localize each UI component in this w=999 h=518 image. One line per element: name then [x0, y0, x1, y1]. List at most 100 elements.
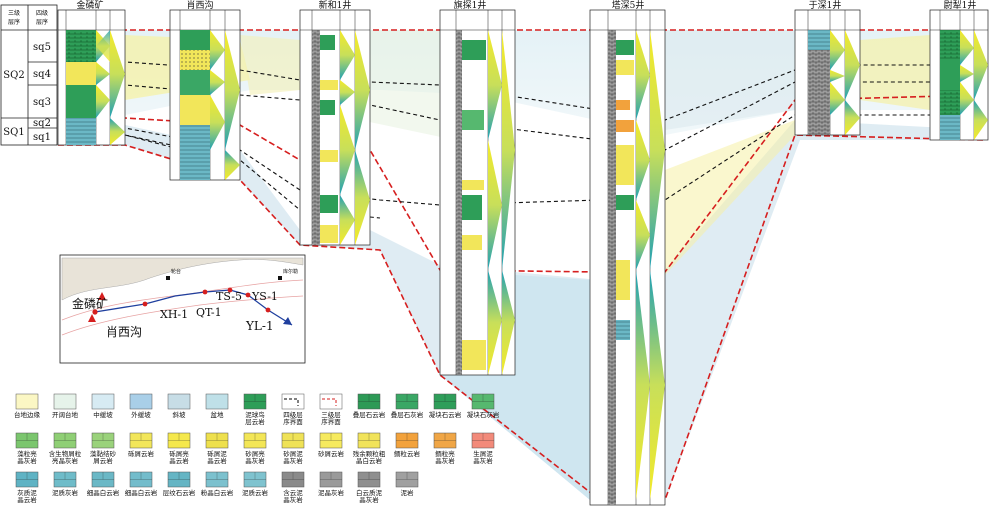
legend-swatch [205, 393, 229, 410]
legend-swatch-pattern [54, 433, 76, 441]
well-column-yushen1: 于深1井 [794, 0, 861, 136]
legend-label: 砂屑云岩 [318, 449, 345, 458]
legend-label: 开阔台地 [52, 410, 79, 419]
legend-label: 三级层 [321, 410, 341, 419]
legend-item: 砂屑云岩 [318, 432, 345, 458]
legend-label: 鲕粒亮 [435, 449, 455, 458]
legend-swatch-pattern [358, 472, 380, 480]
legend-swatch-pattern [16, 433, 38, 441]
well-column-jinlin: 金磷矿 [57, 0, 126, 146]
sequence-sq1-small: sq1 [33, 132, 51, 143]
legend-label: 凝块石云岩 [429, 410, 462, 419]
legend-swatch-pattern [168, 433, 190, 441]
legend-swatch-pattern [320, 472, 342, 480]
map-label-jinlin: 金磷矿 [72, 296, 108, 311]
well-title-qitan1: 旗探1井 [454, 0, 487, 11]
legend-item: 凝块石云岩 [429, 393, 462, 419]
legend-item: 粉晶白云岩 [201, 471, 234, 497]
legend-item: 台地边缘 [14, 393, 41, 419]
map-label-ts5: TS-5 [216, 290, 242, 303]
legend-swatch [129, 393, 153, 410]
legend-swatch [15, 393, 39, 410]
sequence-sq5: sq5 [33, 42, 51, 53]
well-title-yuli1: 尉犁1井 [944, 0, 977, 11]
map-label-yl1: YL-1 [245, 319, 274, 333]
sequence-header-table: 三级 层序 四级 层序 SQ2 SQ1 sq5 sq4 sq3 sq2 sq1 [0, 4, 58, 146]
legend-swatch-pattern [282, 433, 304, 441]
header-fourth-order-line2: 层序 [36, 18, 48, 26]
legend-label: 亮晶灰岩 [52, 456, 79, 465]
legend-item: 叠层石灰岩 [391, 393, 424, 419]
well-column-xiaoxigou: 肖西沟 [169, 0, 241, 181]
header-third-order-line2: 层序 [8, 18, 20, 26]
legend-label: 砂屑亮 [245, 449, 265, 458]
legend-swatch [91, 393, 115, 410]
legend-item: 斜坡 [167, 393, 191, 419]
legend-label: 含生物屑粒 [49, 449, 82, 458]
map-label-korla: 库尔勒 [283, 268, 298, 275]
map-label-ys1: YS-1 [251, 290, 278, 303]
sequence-sq3: sq3 [33, 97, 51, 108]
legend-label: 鲕粒云岩 [394, 449, 421, 458]
legend-swatch [167, 393, 191, 410]
legend-swatch-pattern [206, 472, 228, 480]
legend-label: 晶灰岩 [435, 456, 455, 465]
legend-label: 灰质泥 [17, 488, 37, 497]
legend-swatch-pattern [472, 433, 494, 441]
legend-label: 泥质灰岩 [52, 488, 79, 497]
legend-label: 台地边缘 [14, 410, 41, 419]
legend-item: 砾屑云岩 [128, 432, 155, 458]
well-column-tashen5: 塔深5井 [589, 0, 666, 506]
legend-label: 粉晶白云岩 [201, 488, 234, 497]
legend-swatch-pattern [358, 394, 380, 402]
legend-label: 残余颗粒粗 [353, 449, 386, 458]
legend-item: 泥质灰岩 [52, 471, 79, 497]
legend-label: 晶白云岩 [356, 456, 383, 465]
legend-label: 细晶白云岩 [125, 488, 158, 497]
legend-label: 泥岩 [401, 488, 415, 497]
well-title-xiaoxigou: 肖西沟 [186, 0, 213, 11]
legend-label: 晶灰岩 [17, 456, 37, 465]
location-map: 金磷矿 肖西沟 XH-1 QT-1 TS-5 YS-1 YL-1 库尔勒 轮台 [59, 254, 306, 364]
legend-label: 砾屑泥 [207, 450, 227, 458]
legend: 台地边缘开阔台地中缓坡外缓坡斜坡盆地泥球鸟层云岩四级层序界面三级层序界面叠层石云… [14, 393, 500, 504]
legend-swatch-pattern [244, 394, 266, 402]
legend-label: 藻粒亮 [17, 449, 37, 458]
well-title-jinlin: 金磷矿 [76, 0, 103, 11]
sequence-sq4: sq4 [33, 69, 51, 80]
legend-swatch [319, 393, 343, 410]
legend-label: 细晶白云岩 [87, 488, 120, 497]
legend-item: 细晶白云岩 [87, 471, 120, 497]
legend-swatch-pattern [358, 433, 380, 441]
legend-label: 晶云岩 [17, 495, 37, 504]
legend-label: 泥质云岩 [242, 488, 269, 497]
legend-swatch-pattern [130, 433, 152, 441]
legend-label: 盆地 [211, 410, 225, 419]
legend-label: 晶云岩 [207, 456, 227, 465]
legend-swatch-pattern [168, 472, 190, 480]
legend-swatch-pattern [434, 394, 456, 402]
legend-label: 晶灰岩 [359, 495, 379, 504]
map-label-xh1: XH-1 [160, 308, 188, 321]
legend-swatch-pattern [396, 472, 418, 480]
legend-label: 砾屑亮 [169, 449, 189, 458]
header-fourth-order-line1: 四级 [36, 9, 48, 17]
legend-label: 砾屑云岩 [128, 449, 155, 458]
legend-item: 泥岩 [395, 471, 419, 497]
legend-label: 屑云岩 [93, 456, 113, 465]
sequence-sq2-small: sq2 [33, 118, 51, 129]
legend-item: 叠层石云岩 [353, 393, 386, 419]
legend-swatch-pattern [434, 433, 456, 441]
legend-item: 凝块石灰岩 [467, 393, 500, 419]
legend-label: 四级层 [283, 410, 303, 419]
legend-label: 层纹石云岩 [163, 488, 196, 497]
